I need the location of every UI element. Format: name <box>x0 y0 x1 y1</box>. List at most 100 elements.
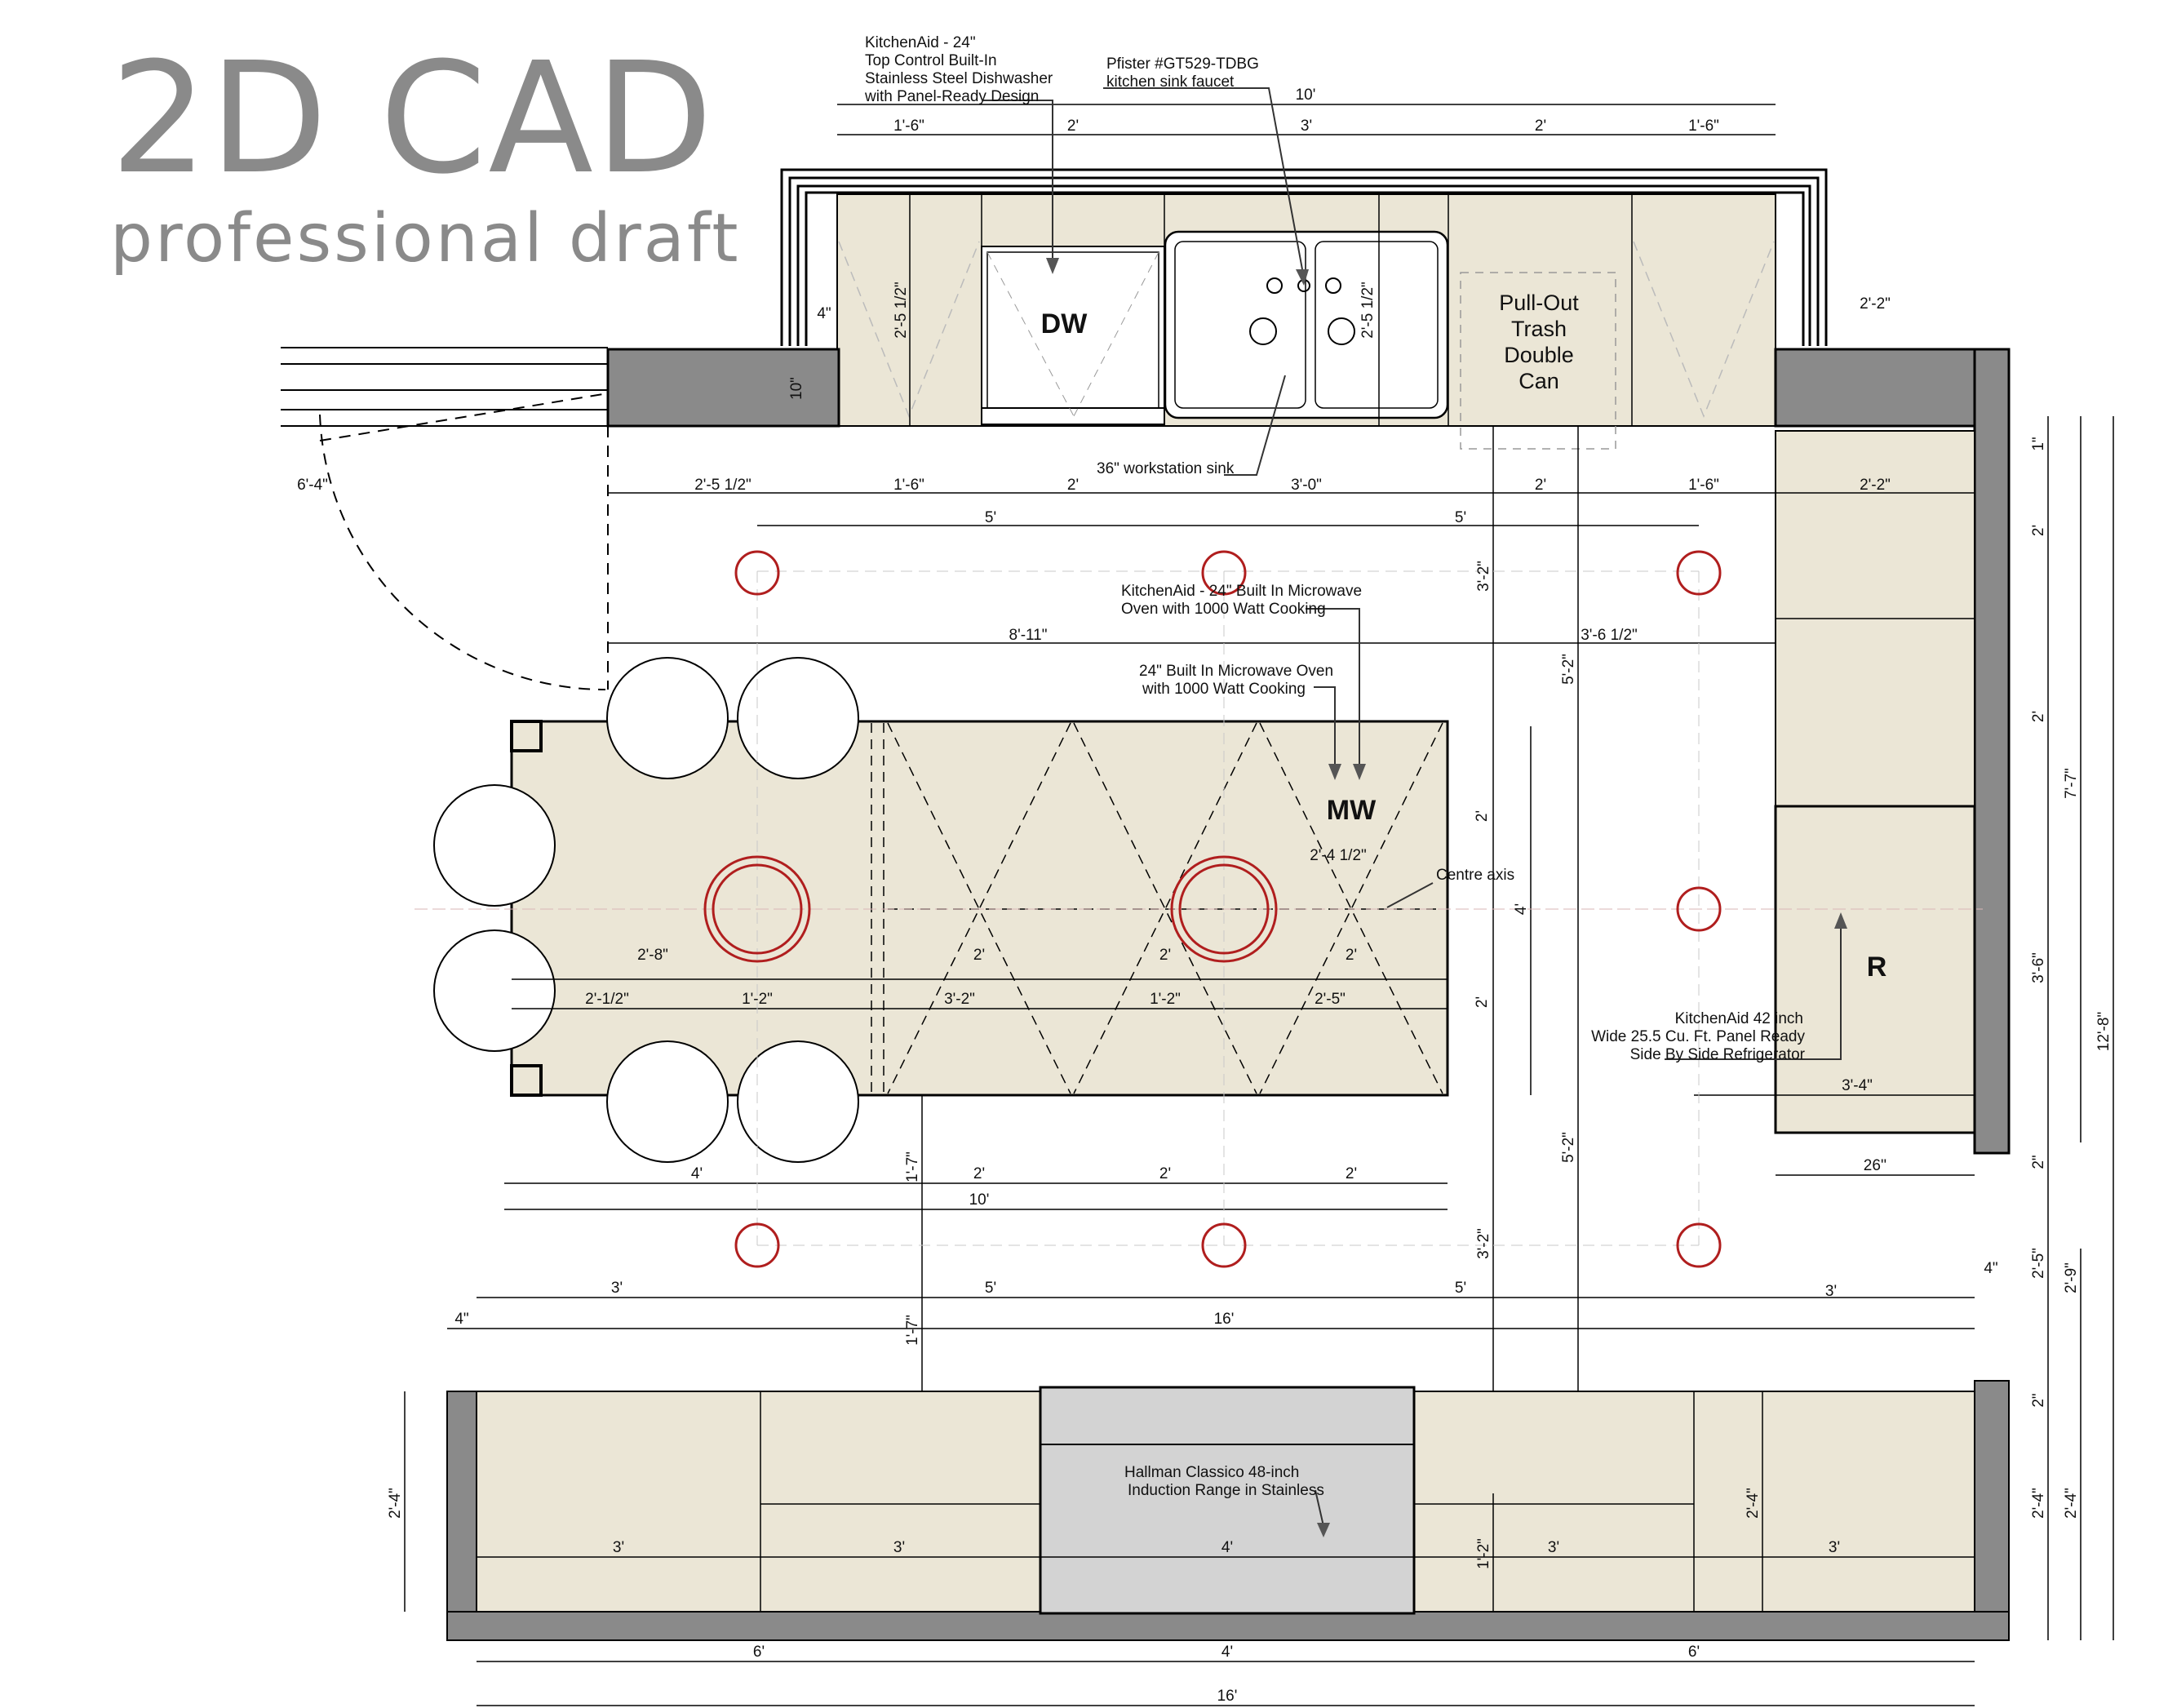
dim-top-1: 1'-6" <box>893 118 924 135</box>
bottom-cabinet-lines <box>760 1391 1695 1612</box>
dim-wall-8: 2'-2" <box>1860 477 1891 494</box>
dim-wall-10in: 10" <box>788 377 805 400</box>
dim-fridge-width: 3'-4" <box>1842 1077 1873 1094</box>
island-post-bottom <box>510 1064 543 1097</box>
dim-right-chain-2: 2' <box>2030 525 2047 536</box>
dim-right-chain-5: 2" <box>2030 1155 2047 1169</box>
dim-island-row-1: 2'-1/2" <box>585 991 629 1008</box>
dim-light-bottom-2: 5' <box>985 1280 996 1297</box>
dim-top-3: 3' <box>1301 118 1312 135</box>
trash-line-2: Trash <box>1511 317 1567 341</box>
dishwasher-note-3: Stainless Steel Dishwasher <box>865 70 1053 87</box>
door-leaf <box>319 393 609 441</box>
dim-light-bottom-3: 5' <box>1455 1280 1466 1297</box>
dim-sink-depth-1: 2'-5 1/2" <box>893 282 910 339</box>
range-note-2: Induction Range in Stainless <box>1128 1482 1324 1499</box>
fridge-note-2: Wide 25.5 Cu. Ft. Panel Ready <box>1591 1028 1805 1045</box>
dim-bottom-row-1: 6' <box>753 1644 765 1661</box>
dim-wall-4c: 4" <box>1984 1260 1997 1277</box>
island-post-top <box>510 720 543 752</box>
dim-island-inner-5: 2' <box>1346 947 1357 964</box>
mw1-note-2: Oven with 1000 Watt Cooking <box>1121 601 1326 618</box>
dim-below-1: 4' <box>691 1165 703 1182</box>
dim-wall-4: 2' <box>1067 477 1079 494</box>
dim-island-gap-2: 3'-6 1/2" <box>1581 627 1638 644</box>
dim-island-inner-1: 2'-4 1/2" <box>1310 847 1367 864</box>
dim-island-vert-1: 2' <box>1474 810 1491 822</box>
dim-fridge-depth: 26'' <box>1864 1157 1886 1174</box>
dim-right-chain-7: 2" <box>2030 1393 2047 1407</box>
page-subtitle: professional draft <box>110 200 741 277</box>
dim-light-bottom-4: 3' <box>1825 1283 1837 1300</box>
kitchen-sink <box>1164 230 1449 419</box>
dim-bottom-cab-5: 3' <box>1829 1539 1840 1556</box>
fridge-note-3: Side By Side Refrigerator <box>1630 1046 1806 1063</box>
microwave-note-2: 24" Built In Microwave Oven with 1000 Wa… <box>1139 663 1333 698</box>
door-swing <box>319 414 606 690</box>
dim-right-chain-8: 2'-4" <box>2030 1488 2047 1519</box>
island-cabinet-swings <box>871 722 1443 1094</box>
dimension-lines <box>404 104 2114 1706</box>
induction-range <box>1039 1386 1416 1615</box>
dim-light-top-2: 5' <box>1455 509 1466 526</box>
fridge-note-1: KitchenAid 42 inch <box>1675 1010 1803 1027</box>
dim-wall-7: 1'-6" <box>1688 477 1719 494</box>
right-wall <box>1973 348 2011 1155</box>
bar-stools <box>433 657 859 1163</box>
dim-island-row-3: 3'-2" <box>944 991 975 1008</box>
pull-out-trash <box>1460 272 1616 450</box>
top-door-swings <box>838 241 1775 419</box>
dim-bottom-cab-1: 3' <box>613 1539 624 1556</box>
faucet-note-2: kitchen sink faucet <box>1106 73 1235 91</box>
leader-arrows <box>1046 258 1847 1537</box>
trash-line-4: Can <box>1518 369 1559 393</box>
dim-bottom-total: 16' <box>1217 1688 1238 1705</box>
dim-bottom-row-2: 4' <box>1221 1644 1233 1661</box>
dim-island-clear-1: 1'-7" <box>904 1151 921 1182</box>
dim-right-chain2-1: 7'-7" <box>2063 768 2080 799</box>
dim-top-2: 2' <box>1067 118 1079 135</box>
dim-island-vert-3: 2' <box>1474 996 1491 1008</box>
door-lines <box>281 347 608 427</box>
dim-right-chain2-2: 2'-9" <box>2063 1262 2080 1293</box>
trash-line-3: Double <box>1504 343 1574 367</box>
dim-island-clear-2: 1'-7" <box>904 1315 921 1346</box>
bottom-wall <box>446 1611 2010 1641</box>
wall-block-left <box>606 348 840 428</box>
range-note-1: Hallman Classico 48-inch <box>1124 1464 1299 1481</box>
dim-sink-depth-2: 2'-5 1/2" <box>1359 282 1377 339</box>
dim-island-vert-2: 4' <box>1513 903 1530 915</box>
dim-island-row-5: 2'-5" <box>1315 991 1346 1008</box>
dim-top-5: 1'-6" <box>1688 118 1719 135</box>
dim-bottom-row-3: 6' <box>1688 1644 1700 1661</box>
dim-island-gap-1: 8'-11" <box>1009 627 1048 644</box>
dim-island-row-4: 1'-2" <box>1150 991 1181 1008</box>
dim-depth-1-2: 1'-2" <box>1475 1538 1492 1569</box>
microwave-note-1: KitchenAid - 24" Built In Microwave Oven… <box>1121 583 1362 618</box>
dim-right-chain2-3: 2'-4" <box>2063 1488 2080 1519</box>
dim-right-chain-3: 2' <box>2030 711 2047 722</box>
centre-axis-note: Centre axis <box>1436 867 1514 884</box>
dim-right-chain-6: 2'-5" <box>2030 1248 2047 1279</box>
top-wall <box>780 168 1828 346</box>
dim-left-depth: 2'-4" <box>387 1488 404 1519</box>
dim-depth-2-4: 2'-4" <box>1745 1488 1762 1519</box>
dim-bottom-cab-2: 3' <box>893 1539 905 1556</box>
dim-wall-4b: 4" <box>454 1311 468 1328</box>
trash-line-1: Pull-Out <box>1499 291 1579 315</box>
dim-right-chain-4: 3'-6" <box>2030 952 2047 983</box>
light-grid <box>756 570 1700 1246</box>
page-title: 2D CAD <box>110 29 715 208</box>
dim-wall-5: 3'-0" <box>1291 477 1322 494</box>
island <box>510 720 1449 1097</box>
dim-below-3: 2' <box>1159 1165 1171 1182</box>
fridge-note: KitchenAid 42 inch Wide 25.5 Cu. Ft. Pan… <box>1591 1010 1806 1063</box>
wall-block-right <box>1774 348 2011 428</box>
leader-lines <box>983 87 1842 1527</box>
trash-label: Pull-Out Trash Double Can <box>1499 291 1579 393</box>
recessed-lights <box>703 550 1722 1268</box>
faucet-note: Pfister #GT529-TDBG kitchen sink faucet <box>1106 55 1259 91</box>
dim-gap-vert-1: 3'-2" <box>1475 561 1492 592</box>
dim-wall-6: 2' <box>1535 477 1546 494</box>
